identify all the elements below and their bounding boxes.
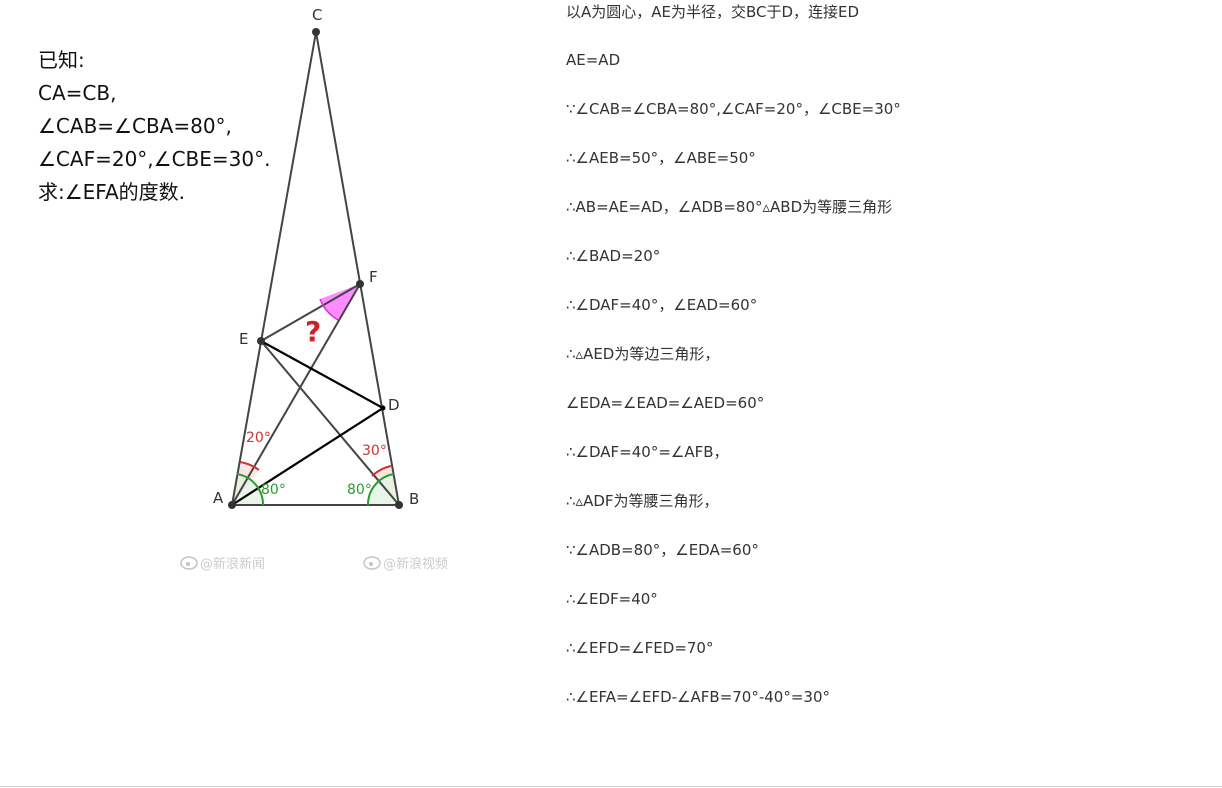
watermark-right: @新浪视频 [363,556,448,572]
angle-cab-arc [236,473,265,506]
proof-step: ∴▵AED为等边三角形， [566,345,720,363]
label-f: F [369,268,378,286]
watermark-left: @新浪新闻 [180,556,265,572]
angle-label-cab: 80° [261,482,286,498]
point-b [395,501,403,509]
segment-ed [260,340,384,409]
weibo-icon [363,556,381,570]
bottom-divider [0,786,1222,787]
angle-label-cba: 80° [347,482,372,498]
watermark-right-text: @新浪视频 [383,556,448,572]
label-b: B [409,490,419,508]
proof-step: AE=AD [566,51,621,69]
given-heading: 已知: [38,48,85,72]
given-conditions: 已知: CA=CB, ∠CAB=∠CBA=80°, ∠CAF=20°,∠CBE=… [38,44,270,209]
watermark-left-text: @新浪新闻 [200,556,265,572]
proof-step: ∴▵ADF为等腰三角形， [566,492,719,510]
angle-cba-arc [366,473,395,506]
given-line-ca-cb: CA=CB, [38,81,117,105]
proof-step: ∴∠DAF=40°，∠EAD=60° [566,296,758,314]
segment-ac [231,31,317,506]
angle-cbe-arc [371,465,392,477]
proof-step: ∴∠EFA=∠EFD-∠AFB=70°-40°=30° [566,688,831,706]
point-c [312,28,320,36]
proof-step: ∴∠DAF=40°=∠AFB， [566,443,729,461]
segment-ad [231,407,384,506]
question-line: 求:∠EFA的度数. [38,180,186,204]
segment-bc [315,31,400,506]
point-f [356,280,364,288]
proof-step: 以A为圆心，AE为半径，交BC于D，连接ED [566,3,860,21]
angle-label-cbe: 30° [362,443,387,459]
label-c: C [312,6,322,24]
segment-be [260,340,400,506]
angle-caf-arc [239,461,260,471]
label-d: D [388,396,400,414]
proof-step: ∴∠EFD=∠FED=70° [566,639,714,657]
proof-step: ∵∠ADB=80°，∠EDA=60° [566,541,759,559]
angle-efa-fill [320,284,360,320]
given-line-base-angles: ∠CAB=∠CBA=80°, [38,114,232,138]
angle-cab-fill [232,474,264,505]
angle-efa-arc [319,298,339,321]
proof-step: ∵∠CAB=∠CBA=80°,∠CAF=20°，∠CBE=30° [566,100,901,118]
point-a [228,501,236,509]
segment-ef [260,283,361,342]
given-line-inner-angles: ∠CAF=20°,∠CBE=30°. [38,147,271,171]
weibo-icon [180,556,198,570]
label-a: A [213,489,224,507]
segment-af [231,283,361,506]
proof-step: ∠EDA=∠EAD=∠AED=60° [566,394,765,412]
proof-step: ∴∠AEB=50°，∠ABE=50° [566,149,756,167]
proof-step: ∴∠BAD=20° [566,247,661,265]
proof-step: ∴∠EDF=40° [566,590,658,608]
point-e [257,337,265,345]
label-e: E [239,330,248,348]
unknown-angle-mark: ? [305,315,321,348]
proof-step: ∴AB=AE=AD，∠ADB=80°▵ABD为等腰三角形 [566,198,893,216]
geometry-diagram: A B C D E F 20° 30° 80° 80° ? @新浪新闻 @新浪视… [180,6,448,572]
angle-label-caf: 20° [246,430,271,446]
point-d [380,405,386,411]
